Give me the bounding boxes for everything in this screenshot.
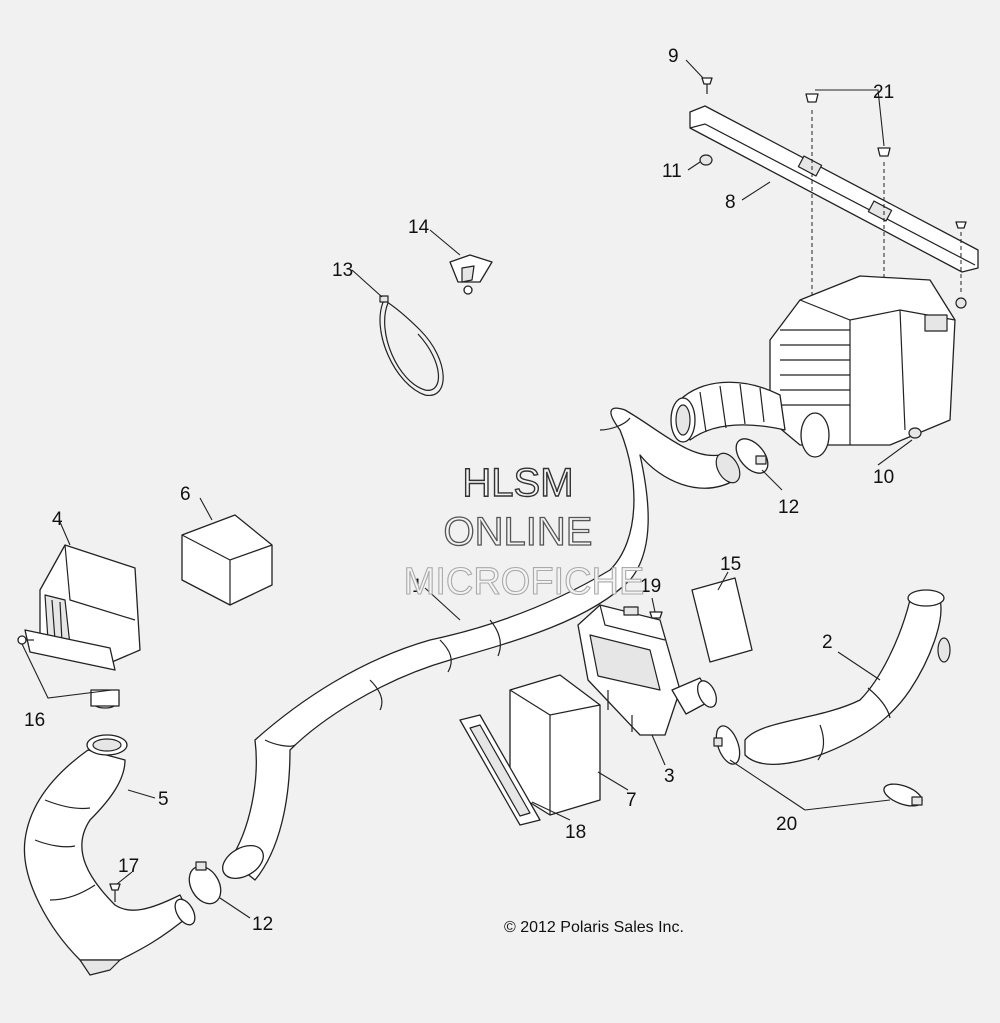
- inlet-box-part-4: [24, 544, 141, 709]
- callout-12-lower: 12: [252, 914, 273, 935]
- copyright-notice: © 2012 Polaris Sales Inc.: [504, 919, 684, 936]
- callout-19: 19: [640, 576, 661, 597]
- callout-20: 20: [776, 814, 797, 835]
- filter-part-6: [181, 514, 273, 606]
- bolt-part-9: [701, 77, 713, 94]
- callout-18: 18: [565, 822, 586, 843]
- cable-tie-part-13: [379, 295, 444, 396]
- label-part-15: [691, 577, 753, 663]
- callout-2: 2: [822, 632, 833, 653]
- clamp-part-12-upper: [735, 438, 769, 474]
- callout-6: 6: [180, 484, 191, 505]
- callout-21: 21: [873, 82, 894, 103]
- callout-3: 3: [664, 766, 675, 787]
- clamp-part-20-b: [883, 783, 923, 807]
- callout-16: 16: [24, 710, 45, 731]
- callout-11: 11: [662, 161, 682, 182]
- callout-4: 4: [52, 509, 63, 530]
- callout-10: 10: [873, 467, 894, 488]
- callout-12-upper: 12: [778, 497, 799, 518]
- callout-8: 8: [725, 192, 736, 213]
- nut-part-11: [699, 154, 713, 166]
- callout-13: 13: [332, 260, 353, 281]
- callout-1: 1: [412, 576, 423, 597]
- callout-15: 15: [720, 554, 741, 575]
- watermark: HLSM ONLINE MICROFICHE: [403, 460, 645, 603]
- watermark-line-3: MICROFICHE: [404, 561, 645, 603]
- duct-part-5: [23, 734, 196, 976]
- bolt-right: [955, 221, 967, 309]
- watermark-line-2: ONLINE: [444, 510, 593, 554]
- screw-part-16: [17, 635, 34, 645]
- bracket-part-8: [689, 105, 979, 273]
- callout-7: 7: [626, 790, 637, 811]
- callout-labels: 9 21 11 8 14 13 10 6 12 4 15 1 19 2 16 3…: [24, 46, 894, 935]
- gasket-part-18: [459, 714, 541, 826]
- watermark-line-1: HLSM: [462, 461, 573, 505]
- nut-part-10: [908, 427, 922, 439]
- duct-part-2: [744, 589, 951, 766]
- callout-14: 14: [408, 217, 430, 238]
- screw-part-19: [649, 611, 663, 619]
- duct-part-1: [222, 407, 741, 881]
- bolt-part-21-a: [805, 93, 819, 300]
- airbox-assembly: [670, 275, 956, 458]
- callout-17: 17: [118, 856, 139, 877]
- clamp-part-12-lower: [188, 861, 222, 905]
- screw-part-17: [109, 883, 121, 902]
- callout-9: 9: [668, 46, 679, 67]
- clip-part-14: [449, 254, 493, 295]
- callout-5: 5: [158, 789, 169, 810]
- filter-housing-part-3: [577, 604, 718, 736]
- leader-lines: [21, 59, 913, 919]
- clamp-part-20-a: [713, 725, 741, 765]
